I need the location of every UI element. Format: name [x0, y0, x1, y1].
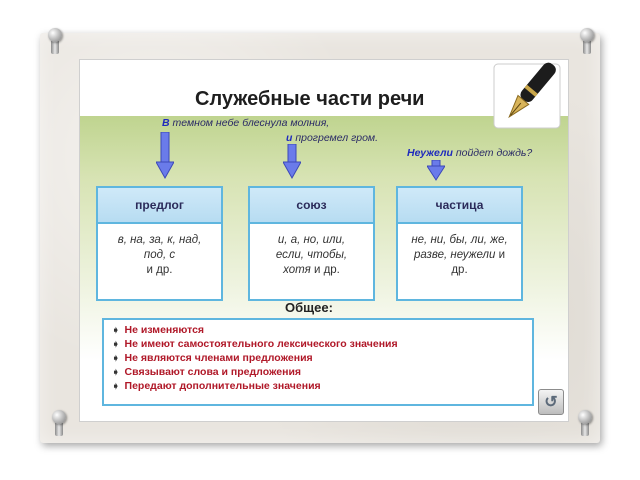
arrow-bullet-icon: ➧: [112, 367, 120, 377]
arrow-down-icon: [156, 132, 174, 180]
card-particle: частица не, ни, бы, ли, же, разве, неуже…: [396, 186, 523, 301]
fountain-pen-icon: [493, 62, 561, 129]
list-item: ➧Не имеют самостоятельного лексического …: [112, 338, 398, 350]
return-button[interactable]: ↺: [538, 389, 564, 415]
list-item: ➧Не являются членами предложения: [112, 352, 313, 364]
card-preposition: предлог в, на, за, к, над, под, с и др.: [96, 186, 223, 301]
arrow-bullet-icon: ➧: [112, 339, 120, 349]
slide-title: Служебные части речи: [195, 88, 425, 110]
common-label: Общее:: [285, 300, 333, 315]
arrow-bullet-icon: ➧: [112, 381, 120, 391]
return-arrow-icon: ↺: [544, 394, 558, 411]
slide: Служебные части речи В темном небе блесн…: [79, 59, 569, 422]
card-examples: в, на, за, к, над, под, с и др.: [117, 234, 202, 276]
example-sentence-1: В темном небе блеснула молния,: [162, 117, 330, 129]
card-examples: не, ни, бы, ли, же, разве, неужели и др.: [411, 234, 508, 276]
common-features-list: ➧Не изменяются ➧Не имеют самостоятельног…: [104, 320, 532, 393]
arrow-bullet-icon: ➧: [112, 353, 120, 363]
card-title: частица: [398, 188, 521, 224]
card-examples: и, а, но, или, если, чтобы, хотя и др.: [275, 234, 348, 276]
arrow-down-icon: [427, 160, 445, 181]
list-item: ➧Не изменяются: [112, 324, 205, 336]
example-sentence-3: Неужели пойдет дождь?: [407, 147, 533, 159]
arrow-bullet-icon: ➧: [112, 325, 120, 335]
list-item: ➧Связывают слова и предложения: [112, 366, 302, 378]
pushpin-icon: [50, 410, 68, 440]
arrow-down-icon: [283, 144, 301, 180]
pushpin-icon: [46, 28, 64, 58]
card-title: союз: [250, 188, 373, 224]
pushpin-icon: [576, 410, 594, 440]
example-sentence-2: и прогремел гром.: [286, 132, 379, 144]
card-title: предлог: [98, 188, 221, 224]
list-item: ➧Передают дополнительные значения: [112, 380, 321, 392]
common-features-box: ➧Не изменяются ➧Не имеют самостоятельног…: [102, 318, 534, 406]
card-conjunction: союз и, а, но, или, если, чтобы, хотя и …: [248, 186, 375, 301]
pushpin-icon: [578, 28, 596, 58]
